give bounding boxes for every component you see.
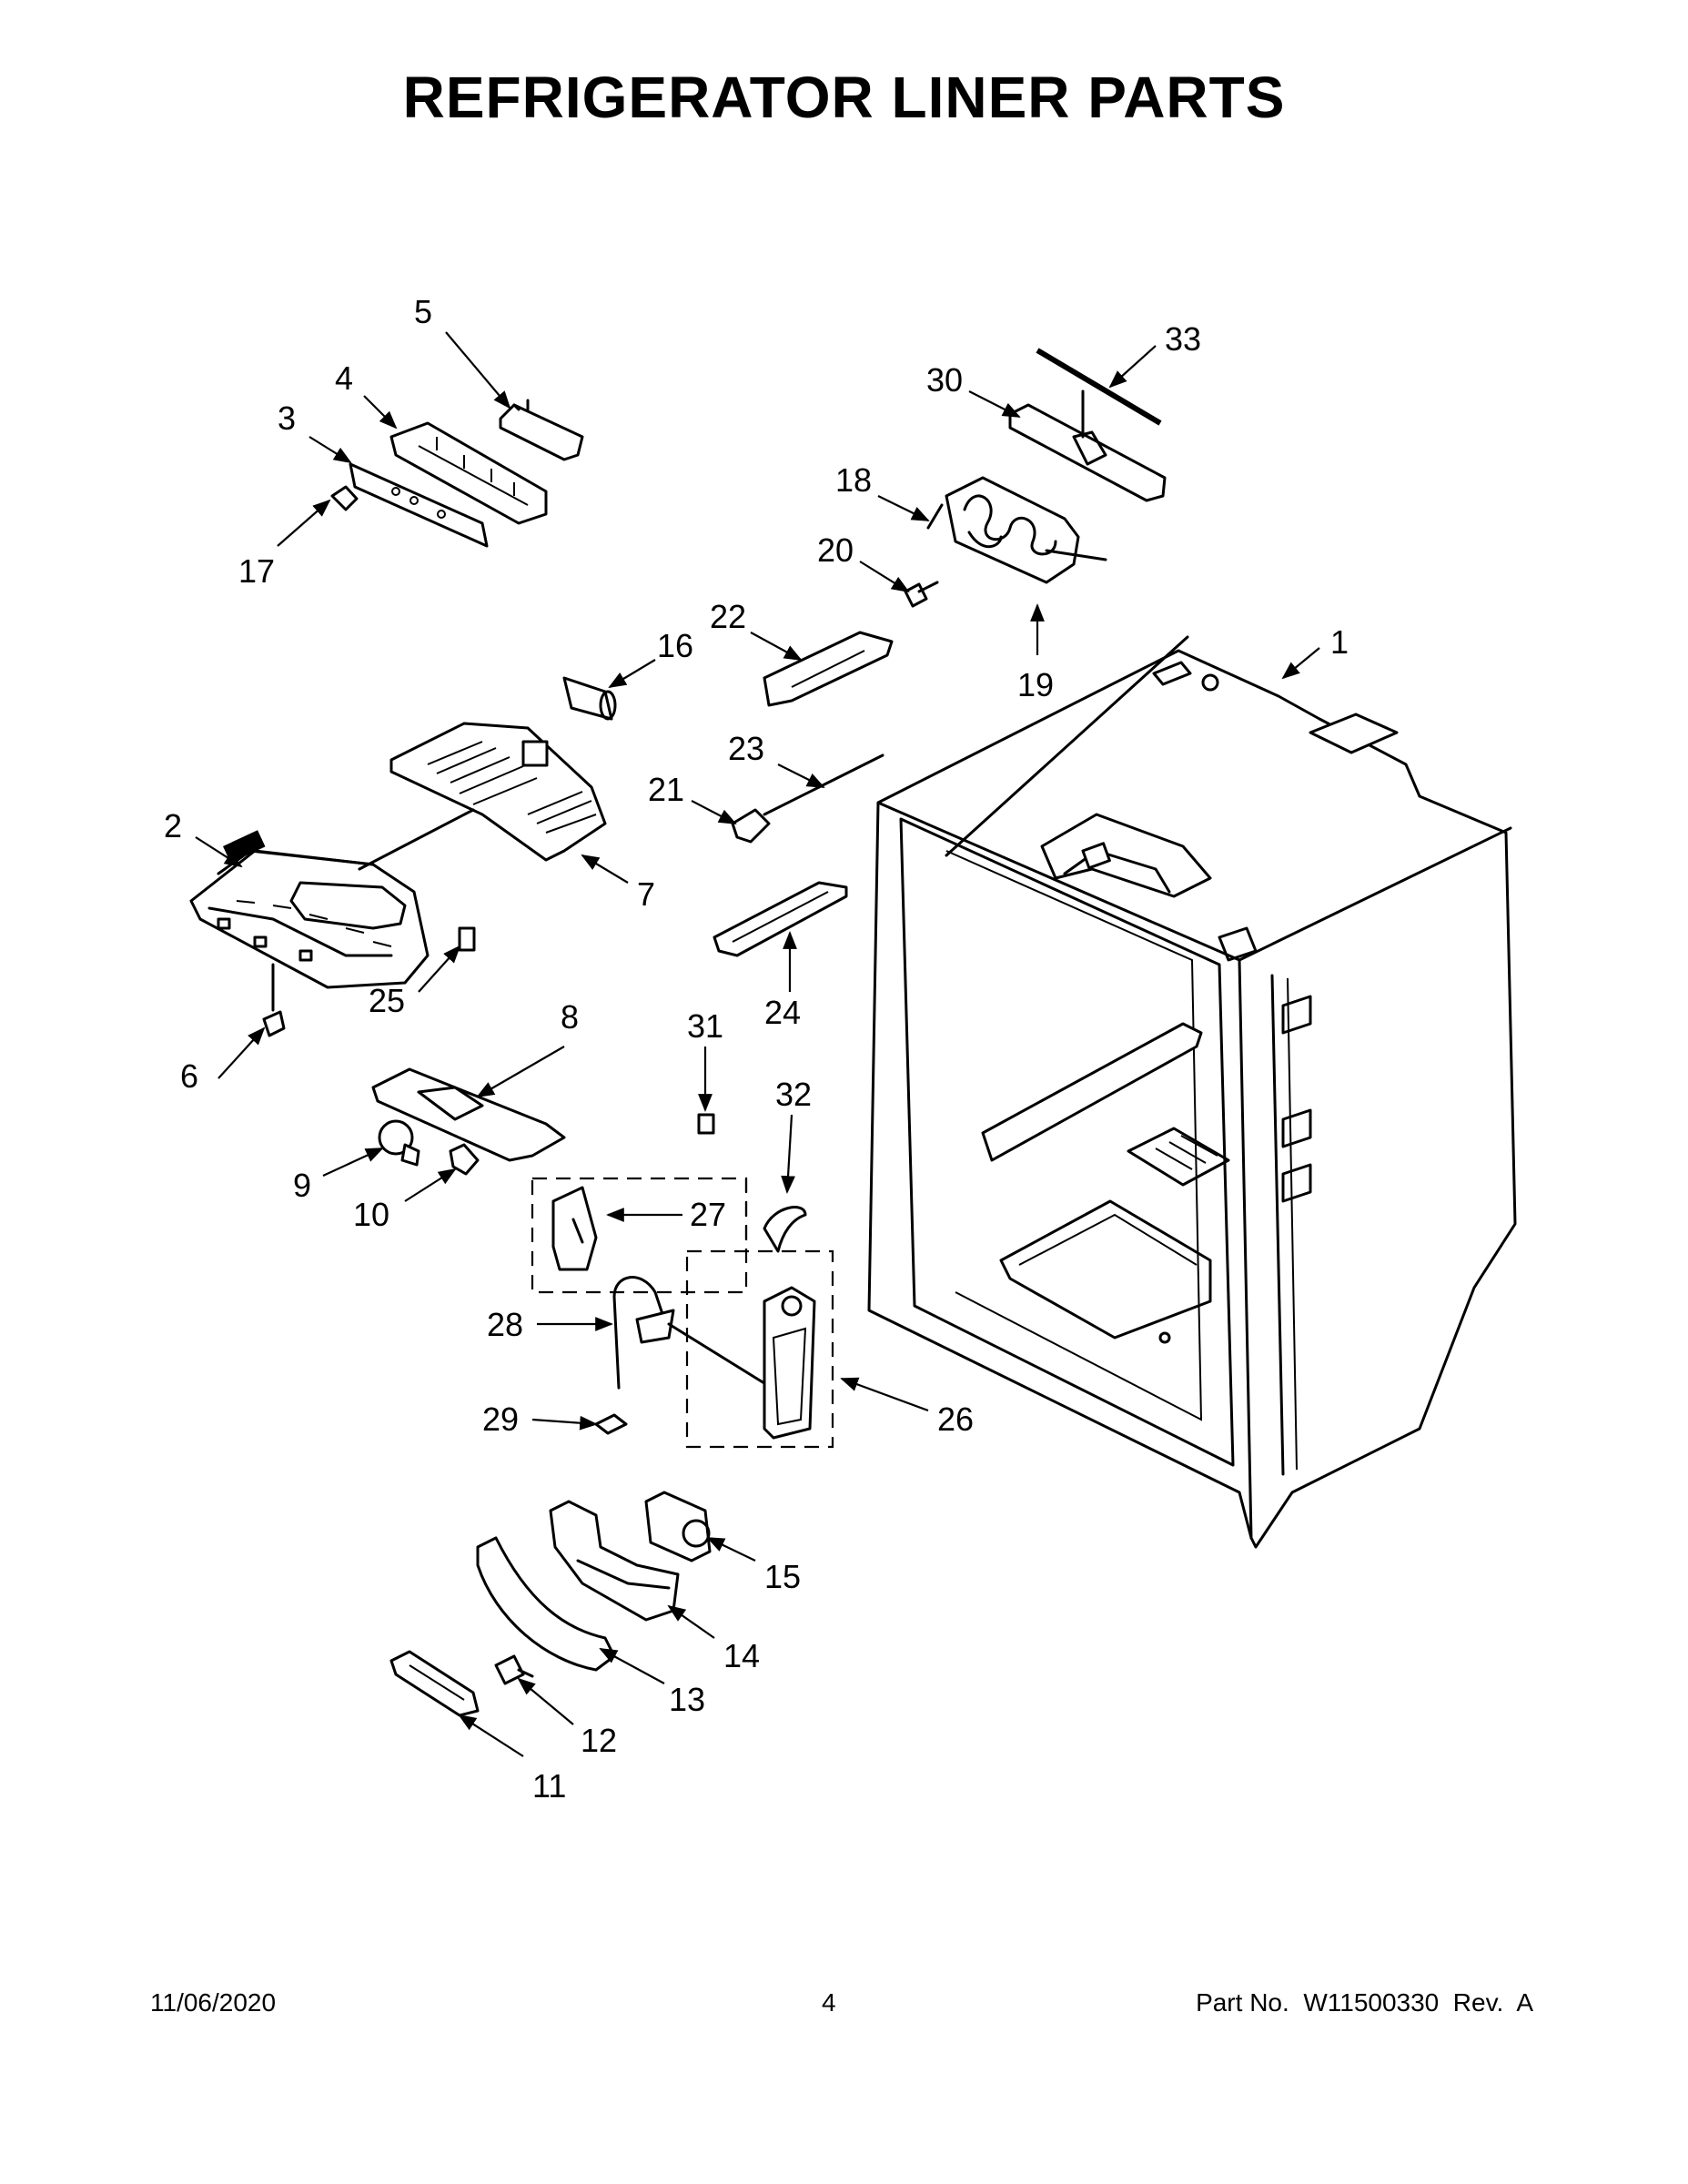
- part-16-fitting: [562, 676, 617, 721]
- callout-23: 23: [728, 730, 764, 767]
- callout-4: 4: [335, 359, 353, 397]
- callout-13: 13: [669, 1681, 705, 1718]
- callout-20: 20: [817, 531, 854, 569]
- kit-26-frame: [685, 1249, 834, 1449]
- part-27-bracket: [551, 1186, 598, 1271]
- callout-30: 30: [926, 361, 963, 399]
- part-22-bracket: [763, 631, 894, 707]
- part-14-lever: [549, 1500, 680, 1622]
- callout-11: 11: [532, 1767, 566, 1805]
- part-32-cap: [763, 1206, 807, 1253]
- callout-3: 3: [278, 399, 296, 437]
- part-30-housing: [1008, 389, 1167, 502]
- part-11-drip-tray: [389, 1650, 480, 1717]
- part-9-light-bulb: [378, 1119, 420, 1167]
- callout-labels: 1 2 3 4 5 6 7 8 9 10 11 12 13 14 15 16 1…: [164, 293, 1349, 1805]
- callout-31: 31: [687, 1007, 723, 1045]
- callout-17: 17: [238, 552, 275, 590]
- callout-24: 24: [764, 994, 801, 1031]
- callout-2: 2: [164, 807, 182, 844]
- callout-9: 9: [293, 1167, 311, 1204]
- part-10-socket: [449, 1143, 480, 1176]
- part-19-evaporator: [945, 476, 1107, 584]
- part-4-control-board: [389, 421, 548, 525]
- page-title: REFRIGERATOR LINER PARTS: [402, 65, 1286, 130]
- part-18-pin: [926, 503, 944, 530]
- part-2-control-housing: [189, 830, 430, 989]
- part-29-clip: [594, 1413, 628, 1435]
- part-7-diffuser: [358, 722, 607, 871]
- callout-5: 5: [414, 293, 432, 330]
- part-6-switch: [262, 963, 286, 1037]
- callout-21: 21: [648, 771, 684, 808]
- footer-part-number: Part No. W11500330 Rev. A: [1196, 1988, 1533, 2017]
- callout-19: 19: [1017, 666, 1054, 703]
- callout-1: 1: [1330, 623, 1349, 661]
- callout-25: 25: [369, 982, 405, 1019]
- callout-28: 28: [487, 1306, 523, 1343]
- callout-26: 26: [937, 1400, 974, 1438]
- callout-8: 8: [561, 998, 579, 1036]
- callout-14: 14: [723, 1637, 760, 1674]
- callout-15: 15: [764, 1558, 801, 1595]
- part-28-water-tube: [612, 1276, 773, 1390]
- footer-page-number: 4: [822, 1988, 836, 2017]
- part-8-light-housing: [371, 1067, 566, 1162]
- part-12-screw: [494, 1654, 534, 1685]
- callout-32: 32: [775, 1076, 812, 1113]
- callout-10: 10: [353, 1196, 389, 1233]
- callout-33: 33: [1165, 320, 1201, 358]
- callout-22: 22: [710, 598, 746, 635]
- part-33-strip: [1036, 348, 1162, 426]
- callout-27: 27: [690, 1196, 726, 1233]
- callout-18: 18: [835, 461, 872, 499]
- part-17-clip: [330, 485, 359, 511]
- part-26-dispenser-cover: [763, 1286, 816, 1440]
- callout-7: 7: [637, 875, 655, 913]
- callout-6: 6: [180, 1057, 198, 1095]
- part-21-thermistor: [731, 785, 821, 844]
- part-31-clip: [697, 1113, 715, 1135]
- leader-lines: [195, 331, 1320, 1757]
- part-25-clip: [458, 926, 476, 952]
- callout-29: 29: [482, 1400, 519, 1438]
- part-3-overlay: [349, 462, 489, 548]
- callout-16: 16: [657, 627, 693, 664]
- callout-12: 12: [581, 1722, 617, 1759]
- part-1-liner: [867, 635, 1517, 1549]
- part-24-rail: [713, 881, 848, 957]
- part-15-actuator: [644, 1491, 712, 1562]
- footer-date: 11/06/2020: [150, 1988, 277, 2017]
- part-20-screw: [904, 581, 939, 608]
- part-5-bracket: [499, 399, 584, 461]
- part-23-sensor-wire: [817, 753, 884, 789]
